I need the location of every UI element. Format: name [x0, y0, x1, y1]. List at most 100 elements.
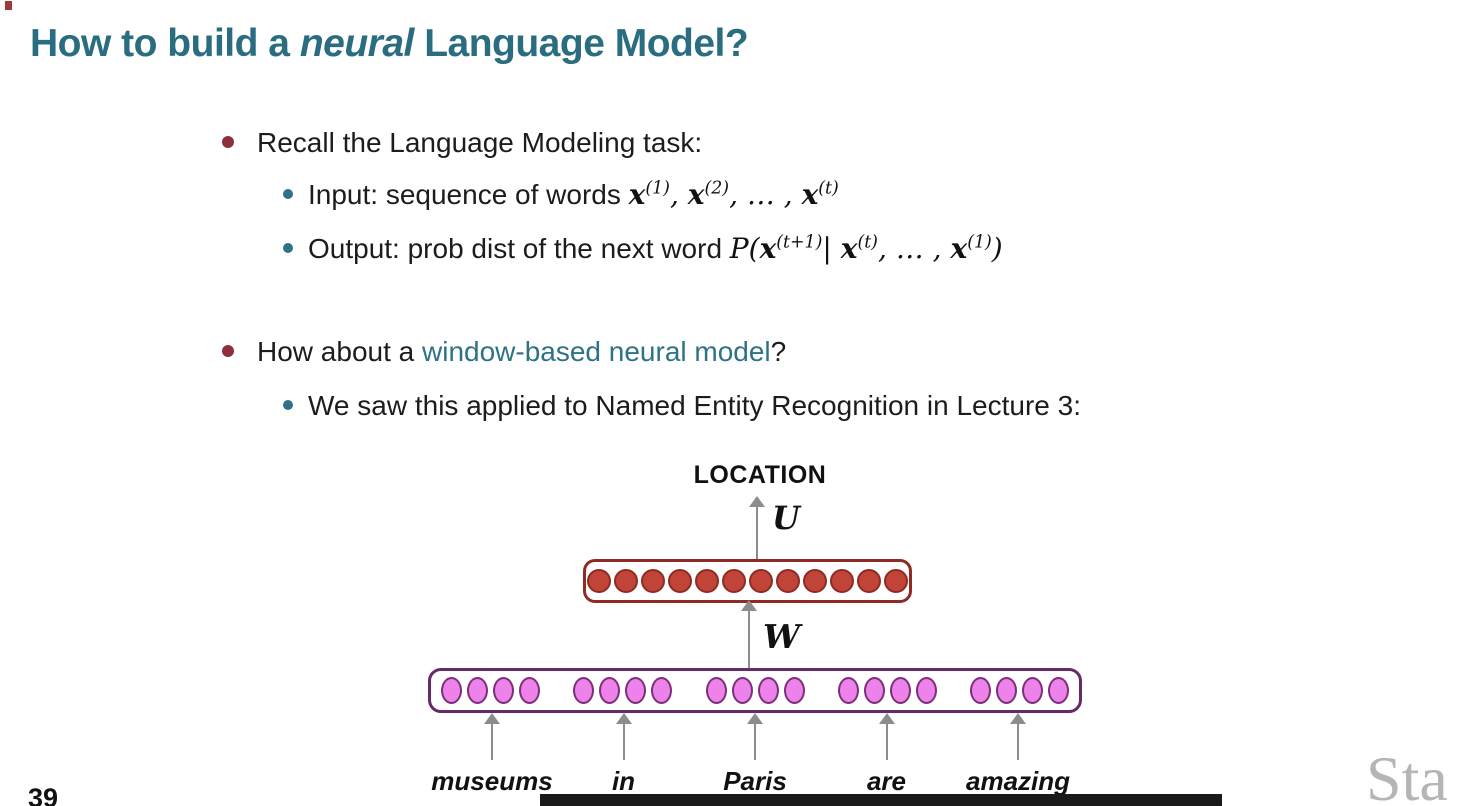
input-layer-box [428, 668, 1082, 713]
math-token: x [840, 232, 858, 265]
input-unit-circle [705, 677, 727, 704]
input-unit-circle [889, 677, 911, 704]
input-unit-circle [915, 677, 937, 704]
corner-artifact [5, 1, 12, 10]
input-unit-circle [731, 677, 753, 704]
bullet-dot-teal [283, 399, 293, 410]
input-unit-circle [837, 677, 859, 704]
hidden-unit-circle [749, 569, 773, 593]
math-token: , … , [729, 178, 802, 211]
arrow-head-icon [1010, 713, 1026, 724]
arrow-shaft [754, 722, 756, 760]
word-up-arrow [484, 713, 500, 760]
math-superscript: (1) [967, 232, 992, 253]
arrow-head-icon [747, 713, 763, 724]
page-number: 39 [28, 783, 59, 806]
hidden-unit-circle [614, 569, 638, 593]
arrow-head-icon [749, 496, 765, 507]
arrow-shaft [756, 507, 758, 559]
title-emphasis: neural [299, 22, 415, 65]
hidden-unit-circle [641, 569, 665, 593]
word-column: Paris [691, 713, 819, 801]
bullet-output: Output: prob dist of the next word P(x(t… [283, 232, 1003, 265]
bullet-dot-teal [283, 188, 293, 199]
bullet-dot-teal [283, 242, 293, 253]
input-formula: x(1), x(2), … , x(t) [629, 178, 839, 211]
word-embedding-group [837, 677, 937, 704]
word-label: in [611, 766, 636, 796]
u-matrix-label: U [772, 499, 800, 537]
input-unit-circle [625, 677, 647, 704]
word-up-arrow [615, 713, 632, 760]
math-superscript: (1) [645, 178, 670, 199]
up-arrow-w [741, 600, 757, 668]
math-token: ) [991, 232, 1003, 265]
bullet-how-about: How about a window-based neural model? [222, 336, 786, 368]
arrow-head-icon [615, 713, 632, 724]
word-column: museums [428, 713, 556, 801]
word-embedding-group [573, 677, 673, 704]
arrow-shaft [885, 722, 888, 760]
math-token: x [801, 178, 819, 211]
w-matrix-label: W [763, 617, 801, 656]
arrow-head-icon [741, 600, 757, 611]
input-unit-circle [783, 677, 805, 704]
bullet-dot-maroon [222, 135, 234, 148]
hidden-unit-circle [668, 569, 692, 593]
arrow-shaft [622, 722, 625, 760]
output-formula: P(x(t+1)| x(t), … , x(1)) [730, 232, 1003, 265]
math-token: x [950, 232, 968, 265]
word-up-arrow [747, 713, 763, 760]
input-unit-circle [441, 677, 462, 704]
hidden-unit-circle [776, 569, 800, 593]
word-up-arrow [878, 713, 895, 760]
math-superscript: (2) [704, 178, 730, 199]
stanford-watermark: Sta [1366, 743, 1448, 806]
up-arrow-u [749, 496, 765, 559]
bottom-black-bar [540, 794, 1222, 806]
word-column: are [823, 713, 951, 801]
input-unit-circle [1048, 677, 1069, 704]
arrow-shaft [1017, 722, 1019, 760]
word-up-arrow [1010, 713, 1026, 760]
input-unit-circle [757, 677, 779, 704]
title-prefix: How to build a [30, 22, 300, 65]
bullet-ner-text: We saw this applied to Named Entity Reco… [308, 390, 1082, 421]
hidden-unit-circle [857, 569, 881, 593]
input-unit-circle [863, 677, 885, 704]
how-about-suffix: ? [770, 336, 787, 367]
how-about-highlight: window-based neural model [422, 336, 771, 367]
hidden-unit-circle [884, 569, 908, 593]
title-suffix: Language Model? [413, 22, 749, 65]
hidden-unit-circle [695, 569, 719, 593]
math-superscript: (t+1) [776, 232, 823, 253]
hidden-unit-circle [722, 569, 746, 593]
input-unit-circle [599, 677, 621, 704]
math-superscript: (t) [818, 178, 839, 199]
arrow-head-icon [878, 713, 895, 724]
math-token: P( [729, 232, 760, 265]
bullet-recall: Recall the Language Modeling task: [222, 127, 702, 159]
math-superscript: (t) [857, 232, 878, 253]
arrow-head-icon [484, 713, 500, 724]
input-unit-circle [519, 677, 540, 704]
hidden-unit-circle [830, 569, 854, 593]
word-column: in [560, 713, 688, 801]
input-unit-circle [996, 677, 1017, 704]
math-token: x [759, 232, 777, 265]
bullet-input-text: Input: sequence of words [308, 179, 629, 210]
math-token: x [687, 178, 705, 211]
bullet-input: Input: sequence of words x(1), x(2), … ,… [283, 178, 839, 211]
input-unit-circle [651, 677, 673, 704]
input-unit-circle [573, 677, 595, 704]
bullet-ner: We saw this applied to Named Entity Reco… [283, 390, 1081, 422]
math-token: , … , [877, 232, 951, 265]
input-unit-circle [493, 677, 514, 704]
slide-title: How to build a neural Language Model? [30, 22, 749, 66]
math-token: | [822, 232, 841, 265]
how-about-prefix: How about a [257, 336, 422, 367]
word-embedding-group [705, 677, 805, 704]
word-embedding-group [441, 677, 540, 704]
input-unit-circle [970, 677, 991, 704]
